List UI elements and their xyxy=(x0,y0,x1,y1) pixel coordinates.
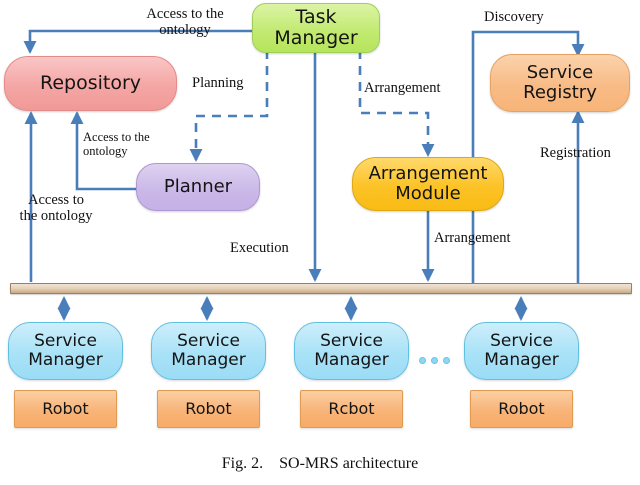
node-service-registry-label: Service Registry xyxy=(523,61,597,103)
node-robot-3-label: Rcbot xyxy=(328,399,375,419)
edge-arrangement-top xyxy=(358,50,435,157)
edge-label-discovery: Discovery xyxy=(484,9,544,25)
node-task-manager-label: Task Manager xyxy=(274,5,358,49)
edge-label-planning: Planning xyxy=(192,75,244,91)
node-robot-1[interactable]: Robot xyxy=(14,390,117,428)
node-repository-label: Repository xyxy=(39,71,142,94)
node-robot-1-label: Robot xyxy=(42,399,89,419)
node-robot-4[interactable]: Robot xyxy=(470,390,573,428)
node-service-manager-4[interactable]: Service Manager xyxy=(464,322,579,380)
figure-caption-text: SO-MRS architecture xyxy=(279,455,419,472)
node-planner[interactable]: Planner xyxy=(136,163,260,211)
node-robot-2-label: Robot xyxy=(185,399,232,419)
node-service-manager-2[interactable]: Service Manager xyxy=(151,322,266,380)
node-service-manager-4-label: Service Manager xyxy=(484,330,559,370)
edge-access-ontology-mid xyxy=(70,111,150,191)
node-arrangement-module[interactable]: Arrangement Module xyxy=(352,157,504,211)
edge-label-access-ontology-top: Access to the ontology xyxy=(146,6,224,39)
node-service-manager-3-label: Service Manager xyxy=(314,330,389,370)
figure-caption-number: Fig. 2. xyxy=(221,455,264,472)
node-task-manager[interactable]: Task Manager xyxy=(252,3,380,53)
edge-access-ontology-top xyxy=(23,29,252,54)
edge-planning xyxy=(189,50,269,162)
node-robot-4-label: Robot xyxy=(498,399,545,419)
edge-label-access-ontology-mid: Access to the ontology xyxy=(83,130,150,158)
edge-label-access-ontology-left: Access to the ontology xyxy=(19,192,93,225)
node-service-manager-1-label: Service Manager xyxy=(28,330,103,370)
node-service-registry[interactable]: Service Registry xyxy=(490,54,630,112)
node-robot-3[interactable]: Rcbot xyxy=(300,390,403,428)
node-service-manager-1[interactable]: Service Manager xyxy=(8,322,123,380)
edge-label-execution: Execution xyxy=(230,240,289,256)
edge-label-arrangement-top: Arrangement xyxy=(364,80,441,96)
communication-bus xyxy=(10,283,632,294)
node-arrangement-module-label: Arrangement Module xyxy=(368,162,488,204)
ellipsis-more-service-managers xyxy=(419,357,450,364)
node-repository[interactable]: Repository xyxy=(4,56,177,111)
node-service-manager-3[interactable]: Service Manager xyxy=(294,322,409,380)
node-planner-label: Planner xyxy=(163,175,233,197)
edge-label-registration: Registration xyxy=(540,145,611,161)
edge-label-arrangement-bottom: Arrangement xyxy=(434,230,511,246)
node-service-manager-2-label: Service Manager xyxy=(171,330,246,370)
node-robot-2[interactable]: Robot xyxy=(157,390,260,428)
figure-caption: Fig. 2. SO-MRS architecture xyxy=(0,455,640,473)
